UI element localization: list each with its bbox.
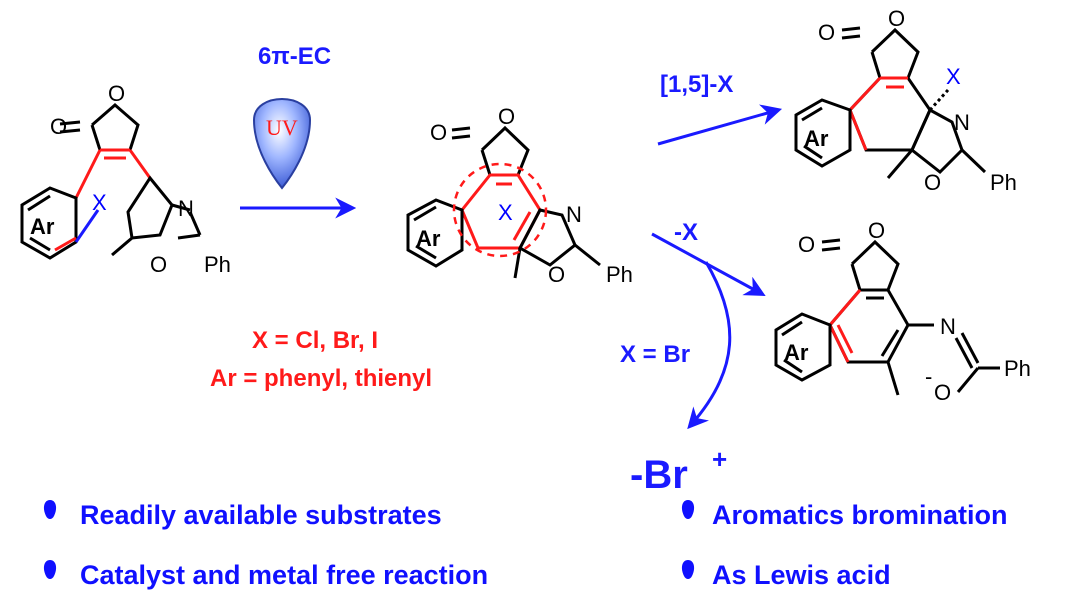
int-aryl: Ar <box>416 226 441 251</box>
feature-item: As Lewis acid <box>712 560 891 590</box>
electrocyclization-label: 6π-EC <box>258 43 331 70</box>
sm-ring-o: O <box>108 81 125 106</box>
p1-oxazoline-o: O <box>924 170 941 195</box>
int-oxazoline-o: O <box>548 262 565 287</box>
p1-halogen: X <box>946 64 961 89</box>
uv-label: UV <box>266 115 298 140</box>
aromatized-product <box>774 238 1000 396</box>
p1-carbonyl-o: O <box>818 20 835 45</box>
p2-phenyl: Ph <box>1004 356 1031 381</box>
migration-arrow <box>657 104 783 146</box>
feature-list: Readily available substrates Catalyst an… <box>43 500 1008 590</box>
bullet-icon <box>43 560 57 579</box>
feature-item: Catalyst and metal free reaction <box>80 560 488 590</box>
p2-oxide-o: O <box>934 380 951 405</box>
bromine-cation: -Br <box>630 453 688 497</box>
int-oxazoline-n: N <box>566 202 582 227</box>
int-phenyl: Ph <box>606 262 633 287</box>
starting-material <box>20 103 202 260</box>
bullet-icon <box>681 560 695 579</box>
aryl-scope: Ar = phenyl, thienyl <box>210 365 432 392</box>
aromatic-ring-highlight <box>452 162 548 258</box>
sm-carbonyl-o: O <box>50 114 67 139</box>
sm-phenyl: Ph <box>204 252 231 277</box>
p2-imine-n: N <box>940 314 956 339</box>
p1-phenyl: Ph <box>990 170 1017 195</box>
p1-ring-o: O <box>888 6 905 31</box>
p2-carbonyl-o: O <box>798 232 815 257</box>
p2-aryl: Ar <box>784 340 809 365</box>
sm-halogen: X <box>92 190 107 215</box>
bullet-icon <box>681 500 695 519</box>
int-carbonyl-o: O <box>430 120 447 145</box>
bromine-condition: X = Br <box>620 341 690 368</box>
p1-oxazoline-n: N <box>954 110 970 135</box>
int-halogen: X <box>498 200 513 225</box>
bromine-release-arrow <box>687 261 732 430</box>
sm-oxazole-o: O <box>150 252 167 277</box>
feature-item: Aromatics bromination <box>712 500 1008 530</box>
feature-item: Readily available substrates <box>80 500 442 530</box>
uv-lamp-icon: UV <box>252 98 312 190</box>
migration-label: [1,5]-X <box>660 71 733 98</box>
p2-oxide-charge: - <box>925 364 932 389</box>
sm-oxazole-n: N <box>178 196 194 221</box>
int-ring-o: O <box>498 104 515 129</box>
halide-migration-product <box>794 26 987 179</box>
elimination-label: -X <box>674 219 698 246</box>
p1-aryl: Ar <box>804 126 829 151</box>
bullet-icon <box>43 500 57 519</box>
sm-aryl: Ar <box>30 214 55 239</box>
bromine-cation-charge: + <box>712 444 727 474</box>
p2-ring-o: O <box>868 218 885 243</box>
halogen-scope: X = Cl, Br, I <box>252 327 378 354</box>
cyclized-intermediate <box>406 125 601 279</box>
